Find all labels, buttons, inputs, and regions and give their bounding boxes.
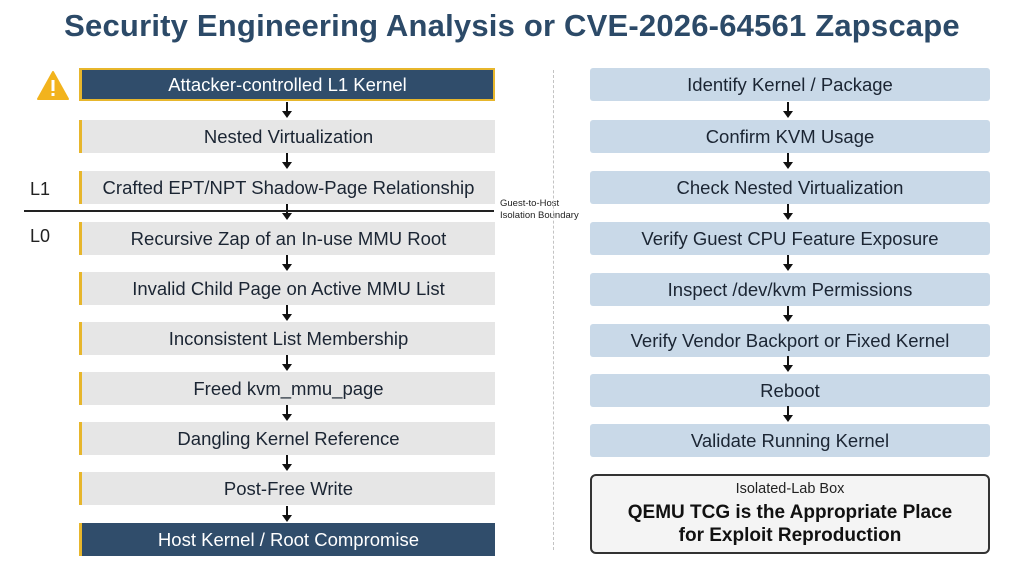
level-label-l1: L1 <box>30 179 51 199</box>
level-label-l0: L0 <box>30 226 51 246</box>
remediation-step-3: Check Nested Virtualization <box>590 171 990 204</box>
down-arrow-icon <box>783 406 793 422</box>
lab-box-body: QEMU TCG is the Appropriate Place for Ex… <box>628 501 952 547</box>
attack-step-10: Host Kernel / Root Compromise <box>79 523 495 556</box>
down-arrow-icon <box>783 255 793 271</box>
isolation-boundary-line <box>24 210 494 212</box>
isolation-boundary-label: Guest-to-Host Isolation Boundary <box>500 198 579 222</box>
down-arrow-icon <box>282 355 292 371</box>
remediation-step-2: Confirm KVM Usage <box>590 120 990 153</box>
down-arrow-icon <box>783 102 793 118</box>
column-divider <box>553 70 554 550</box>
down-arrow-icon <box>282 255 292 271</box>
down-arrow-icon <box>282 405 292 421</box>
page-title: Security Engineering Analysis or CVE-202… <box>64 8 960 43</box>
boundary-label-line2: Isolation Boundary <box>500 210 579 221</box>
boundary-label-line1: Guest-to-Host <box>500 198 560 209</box>
remediation-step-8: Validate Running Kernel <box>590 424 990 457</box>
remediation-step-4: Verify Guest CPU Feature Exposure <box>590 222 990 255</box>
down-arrow-icon <box>282 305 292 321</box>
attack-step-7: Freed kvm_mmu_page <box>79 372 495 405</box>
attack-step-8: Dangling Kernel Reference <box>79 422 495 455</box>
warning-icon <box>37 71 69 100</box>
attack-step-6: Inconsistent List Membership <box>79 322 495 355</box>
attack-step-9: Post-Free Write <box>79 472 495 505</box>
down-arrow-icon <box>282 102 292 118</box>
remediation-step-7: Reboot <box>590 374 990 407</box>
down-arrow-icon <box>783 153 793 169</box>
lab-box-line1: QEMU TCG is the Appropriate Place <box>627 502 953 523</box>
down-arrow-icon <box>783 306 793 322</box>
remediation-step-6: Verify Vendor Backport or Fixed Kernel <box>590 324 990 357</box>
lab-box-line2: for Exploit Reproduction <box>678 525 902 546</box>
isolated-lab-box: Isolated-Lab Box QEMU TCG is the Appropr… <box>590 474 990 554</box>
down-arrow-icon <box>282 506 292 522</box>
lab-box-title: Isolated-Lab Box <box>735 481 845 497</box>
down-arrow-icon <box>783 204 793 220</box>
attack-step-1: Attacker-controlled L1 Kernel <box>79 68 495 101</box>
down-arrow-icon <box>282 455 292 471</box>
down-arrow-icon <box>783 356 793 372</box>
attack-step-2: Nested Virtualization <box>79 120 495 153</box>
attack-step-4: Recursive Zap of an In-use MMU Root <box>79 222 495 255</box>
down-arrow-icon <box>282 153 292 169</box>
remediation-step-5: Inspect /dev/kvm Permissions <box>590 273 990 306</box>
remediation-step-1: Identify Kernel / Package <box>590 68 990 101</box>
down-arrow-icon <box>282 204 292 220</box>
attack-step-3: Crafted EPT/NPT Shadow-Page Relationship <box>79 171 495 204</box>
attack-step-5: Invalid Child Page on Active MMU List <box>79 272 495 305</box>
